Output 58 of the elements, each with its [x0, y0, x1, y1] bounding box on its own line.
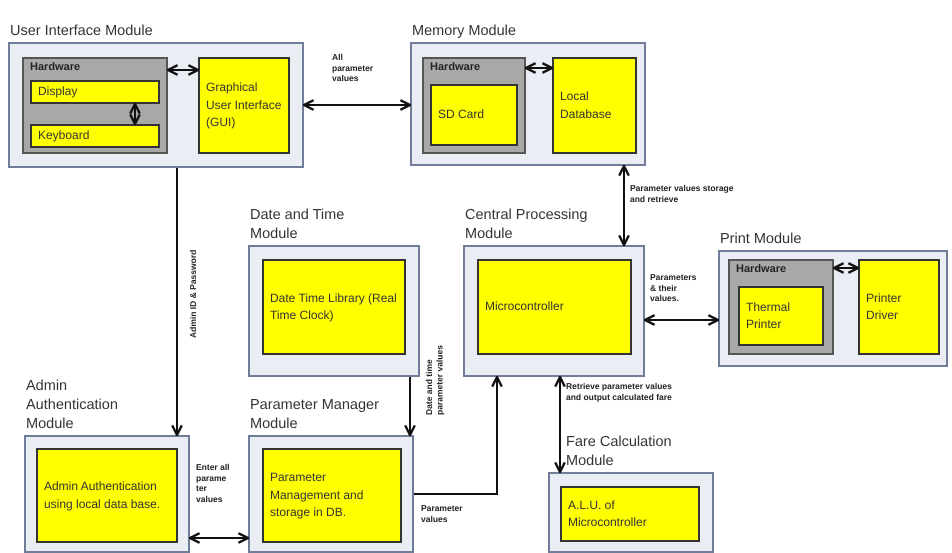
component-box: [30, 80, 160, 104]
component-label: Date Time Library (Real Time Clock): [270, 290, 398, 324]
arrow: [644, 314, 720, 326]
module-title: Date and Time Module: [250, 206, 346, 244]
component-label: Keyboard: [38, 127, 90, 144]
component-label: Printer Driver: [866, 290, 902, 324]
component-box: [30, 124, 160, 148]
component-label: A.L.U. of Microcontroller: [568, 496, 648, 531]
arrow: [188, 532, 250, 544]
arrow: [129, 102, 141, 126]
arrow: [414, 376, 503, 495]
component-box: [738, 286, 824, 346]
component-box: [560, 486, 700, 542]
arrow: [554, 376, 566, 474]
component-box: [552, 57, 637, 154]
component-label: Graphical User Interface (GUI): [206, 79, 282, 132]
component-box: [36, 448, 178, 543]
panel-title: Hardware: [736, 263, 786, 275]
arrow: [618, 164, 630, 246]
component-label: SD Card: [438, 106, 484, 124]
edge-label: All parameter values: [332, 52, 372, 84]
component-label: Microcontroller: [485, 298, 564, 316]
module-title: Print Module: [720, 230, 802, 249]
component-label: Thermal Printer: [746, 298, 792, 333]
edge-label: Enter all parame ter values: [196, 462, 231, 504]
arrow: [832, 262, 860, 274]
component-label: Parameter Management and storage in DB.: [270, 469, 364, 522]
arrow: [171, 168, 183, 436]
module-title: Fare Calculation Module: [566, 433, 673, 471]
arrow: [166, 64, 200, 76]
module-title: Admin Authentication Module: [26, 377, 119, 434]
module-title: User Interface Module: [10, 22, 154, 41]
edge-label: Admin ID & Password: [188, 248, 199, 338]
component-box: [858, 259, 940, 355]
component-box: [430, 84, 518, 146]
component-label: Display: [38, 83, 78, 100]
arrow: [404, 377, 416, 436]
hardware-panel: [22, 57, 168, 154]
arrow: [302, 99, 412, 111]
component-label: Local Database: [560, 88, 612, 122]
edge-label: Retrieve parameter values and output calculated fare: [566, 381, 673, 402]
arrow: [524, 62, 554, 74]
component-box: [477, 259, 632, 355]
component-label: Admin Authentication using local data base.: [44, 478, 162, 512]
module-title: Parameter Manager Module: [250, 396, 380, 434]
hardware-panel: [422, 57, 526, 154]
edge-label: Parameter values storage and retrieve: [630, 183, 734, 204]
hardware-panel: [728, 259, 834, 355]
panel-title: Hardware: [30, 61, 80, 73]
component-box: [198, 57, 290, 154]
component-box: [262, 259, 406, 355]
edge-label: Parameter values: [421, 503, 464, 524]
edge-label: Date and time parameter values: [424, 344, 446, 415]
module-title: Central Processing Module: [465, 206, 588, 244]
component-box: [262, 448, 402, 543]
panel-title: Hardware: [430, 61, 480, 73]
edge-label: Parameters & their values.: [650, 272, 698, 304]
module-title: Memory Module: [412, 22, 517, 41]
